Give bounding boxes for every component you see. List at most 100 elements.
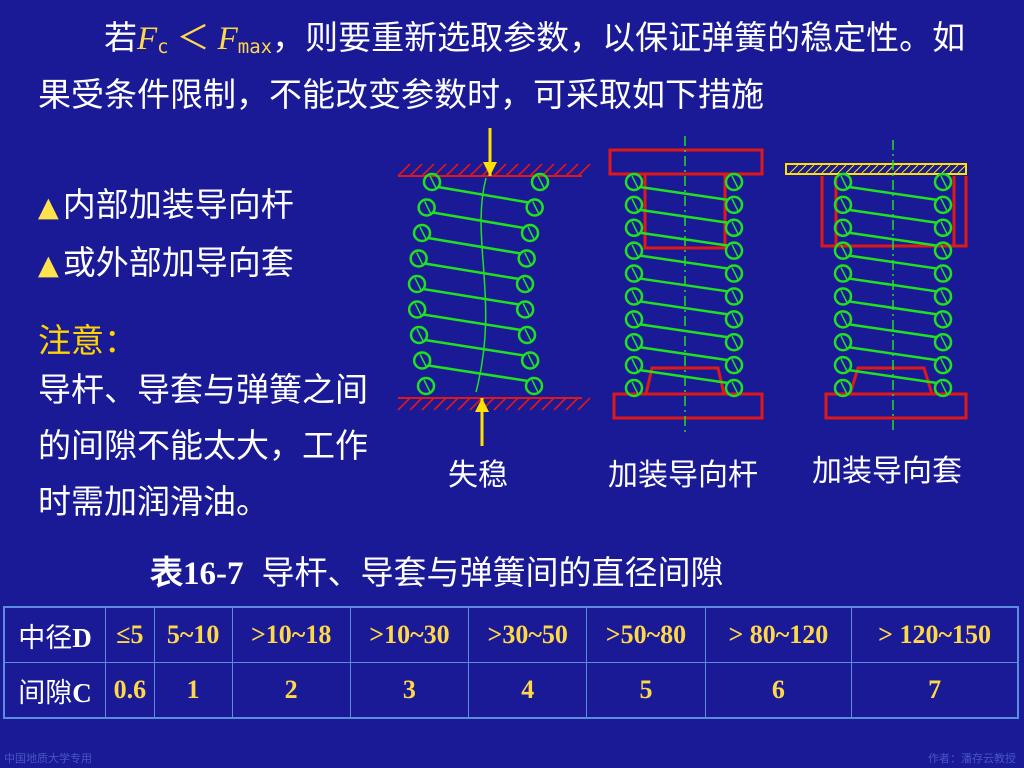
coil-section-left — [624, 287, 644, 306]
coil-section-left — [407, 300, 427, 319]
top-plate — [785, 163, 967, 175]
guide-rod-lower — [644, 366, 726, 396]
f-max-subscript: max — [237, 36, 273, 58]
coil-section-left — [407, 274, 427, 294]
triangle-icon: ▲ — [38, 192, 59, 223]
coil-hatch — [631, 198, 639, 212]
coil-section-left — [624, 172, 644, 192]
coil-section-right — [520, 223, 540, 243]
coil-hatch — [731, 358, 739, 372]
coil-section-left — [833, 218, 853, 238]
table-caption: 导杆、导套与弹簧间的直径间隙 — [261, 553, 724, 592]
coil-hatch — [840, 244, 848, 258]
top-support-hatch — [397, 163, 411, 177]
coil-section-left — [624, 195, 644, 215]
bottom-support-hatch — [457, 397, 471, 411]
coil-hatch — [940, 335, 948, 349]
less-than-sign: ＜ — [176, 18, 210, 57]
coil-hatch — [731, 198, 739, 212]
top-support-hatch — [565, 163, 579, 177]
top-support-hatch — [433, 163, 447, 177]
coil-hatch — [940, 198, 948, 212]
coil-section-left — [422, 172, 442, 192]
coil-hatch — [731, 381, 739, 395]
coil-section-right — [724, 172, 744, 192]
coil-front-wire — [848, 231, 938, 247]
bottom-support-hatch — [493, 397, 507, 411]
coil-hatch — [631, 221, 639, 235]
coil-section-right — [933, 195, 953, 215]
bottom-support-hatch — [469, 397, 483, 411]
coil-hatch — [416, 328, 424, 342]
coil-front-wire — [848, 208, 938, 225]
coil-front-wire — [639, 277, 729, 293]
coil-section-right — [933, 264, 953, 283]
coil-section-right — [724, 195, 744, 215]
coil-section-right — [933, 218, 953, 238]
coil-section-left — [833, 378, 853, 398]
f-c-subscript: c — [157, 36, 169, 58]
coil-hatch — [940, 175, 948, 189]
coil-hatch — [731, 244, 739, 258]
caption-guide-sleeve: 加装导向套 — [812, 454, 962, 489]
coil-hatch — [419, 354, 427, 367]
coil-hatch — [731, 290, 739, 303]
top-support-hatch — [469, 163, 483, 177]
table-cell: ≤5 — [105, 606, 155, 663]
clearance-table: 中径D ≤5 5~10 >10~18 >10~30 >30~50 >50~80 … — [3, 606, 1019, 719]
coil-section-right — [933, 172, 953, 192]
top-plate-hatch — [837, 164, 847, 174]
bottom-support-hatch — [409, 397, 423, 411]
coil-section-right — [724, 218, 744, 238]
coil-section-left — [833, 355, 853, 375]
row-label-clearance: 间隙C — [3, 662, 106, 719]
top-plate-hatch — [949, 164, 959, 174]
coil-section-right — [933, 287, 953, 306]
arrow-head-down-icon — [483, 162, 497, 176]
coil-section-right — [933, 241, 953, 260]
top-plate-hatch — [789, 164, 799, 174]
top-plate-hatch — [853, 164, 863, 174]
coil-front-wire — [427, 364, 529, 383]
bottom-support-hatch — [481, 397, 495, 411]
coil-hatch — [522, 303, 530, 316]
guide-rod-upper — [643, 172, 727, 250]
top-support-hatch — [529, 163, 543, 177]
table-cell: 5 — [586, 662, 706, 719]
coil-front-wire — [639, 300, 729, 316]
coil-front-wire — [639, 345, 729, 362]
coil-hatch — [537, 175, 545, 189]
measure-text: 或外部加导向套 — [62, 243, 294, 282]
coil-hatch — [423, 379, 431, 393]
arrow-head-up-icon — [475, 398, 489, 412]
coil-hatch — [940, 221, 948, 235]
top-plate-hatch — [877, 164, 887, 174]
coil-hatch — [731, 267, 739, 280]
coil-hatch — [524, 328, 532, 342]
coil-section-left — [833, 287, 853, 306]
coil-hatch — [631, 267, 639, 280]
coil-section-right — [517, 249, 536, 268]
top-support-hatch — [541, 163, 555, 177]
coil-hatch — [840, 335, 848, 349]
coil-section-left — [409, 325, 429, 345]
top-plate-hatch — [885, 164, 895, 174]
coil-hatch — [731, 312, 739, 326]
coil-section-left — [624, 332, 644, 352]
coil-hatch — [523, 252, 532, 265]
figure-buckling — [397, 128, 591, 446]
top-support-hatch — [493, 163, 507, 177]
f-max-symbol: F — [217, 21, 238, 57]
measure-text: 内部加装导向杆 — [62, 185, 294, 224]
coil-hatch — [940, 290, 948, 303]
coil-section-right — [525, 198, 544, 217]
coil-front-wire — [424, 262, 520, 281]
coil-hatch — [531, 379, 539, 393]
bottom-support-hatch — [541, 397, 555, 411]
coil-section-left — [412, 351, 432, 370]
bottom-support-hatch — [517, 397, 531, 411]
coil-section-right — [524, 376, 544, 396]
top-support-hatch — [517, 163, 531, 177]
bottom-boss — [847, 366, 935, 396]
bottom-support-hatch — [421, 397, 435, 411]
